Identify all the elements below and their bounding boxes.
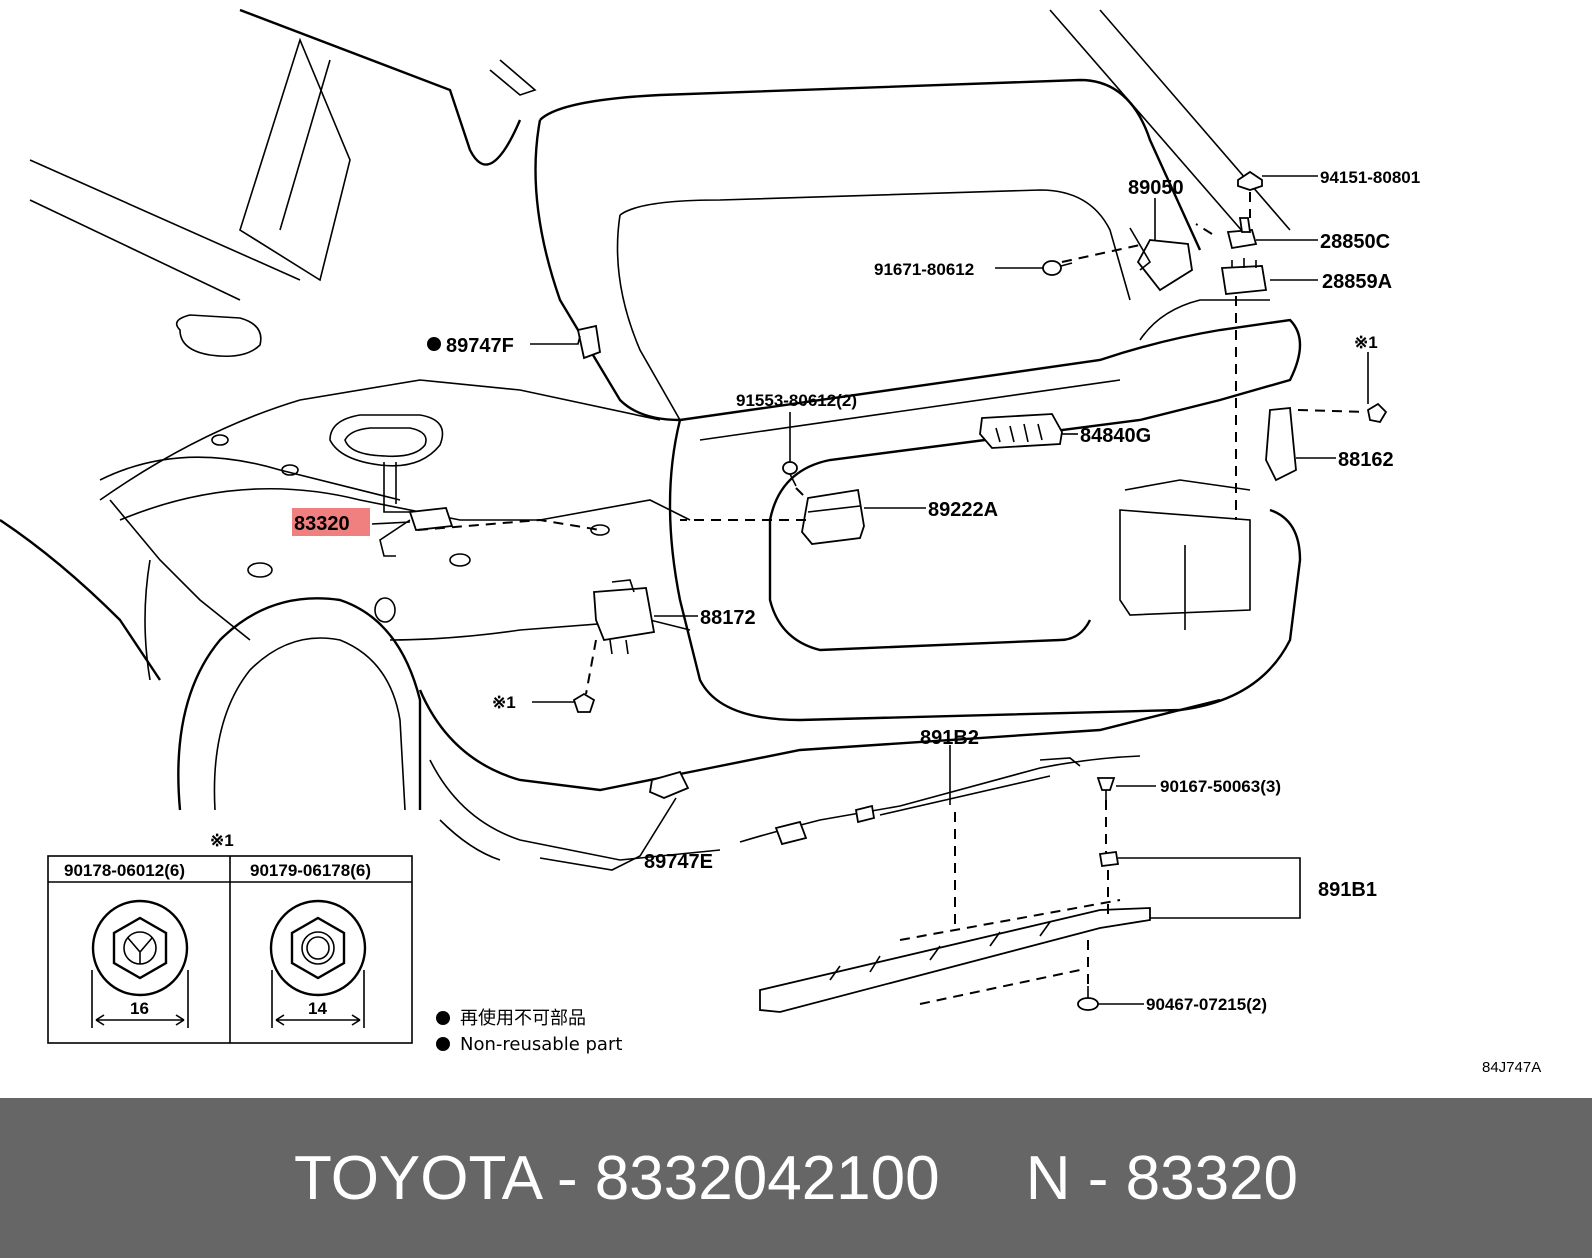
inset-col2-dim: 14	[308, 999, 327, 1018]
label-89747e: 89747E	[644, 851, 713, 873]
inset-note: ※1	[210, 831, 234, 850]
label-90467-07215: 90467-07215(2)	[1146, 995, 1267, 1014]
label-28850c: 28850C	[1320, 231, 1390, 253]
part-labels: 89050 94151-80801 28850C 91671-80612 288…	[292, 168, 1420, 1014]
label-891b1: 891B1	[1318, 879, 1377, 901]
legend-bullet-icon	[436, 1037, 450, 1051]
label-89050: 89050	[1128, 177, 1184, 199]
inset-col2-header: 90179-06178(6)	[250, 861, 371, 880]
label-91671-80612: 91671-80612	[874, 260, 974, 279]
leader-lines	[371, 175, 1369, 1005]
label-89747f: 89747F	[446, 335, 514, 357]
legend-line2: Non-reusable part	[460, 1034, 622, 1055]
label-84840g: 84840G	[1080, 425, 1151, 447]
vehicle-outline	[0, 8, 1302, 861]
highlight-box	[292, 508, 370, 536]
label-88162: 88162	[1338, 449, 1394, 471]
legend-bullet-icon	[436, 1011, 450, 1025]
label-28859a: 28859A	[1322, 271, 1392, 293]
label-89222a: 89222A	[928, 499, 998, 521]
label-90167-50063: 90167-50063(3)	[1160, 777, 1281, 796]
inset-col1-header: 90178-06012(6)	[64, 861, 185, 880]
inset-table: ※1 90178-06012(6) 90179-06178(6) 16 14	[47, 831, 413, 1044]
label-91553-80612: 91553-80612(2)	[736, 391, 857, 410]
figure-code: 84J747A	[1482, 1059, 1541, 1076]
label-891b2: 891B2	[920, 727, 979, 749]
label-94151-80801: 94151-80801	[1320, 168, 1420, 187]
legend-line1: 再使用不可部品	[460, 1008, 586, 1029]
inset-col1-dim: 16	[130, 999, 149, 1018]
part-sketches	[379, 170, 1388, 1013]
footer-part-number: TOYOTA - 8332042100 N - 83320	[293, 1143, 1299, 1213]
parts-diagram: 89050 94151-80801 28850C 91671-80612 288…	[0, 8, 1541, 1076]
label-note1-right: ※1	[1354, 333, 1378, 352]
label-note1-left: ※1	[492, 693, 516, 712]
flange-nut-icon	[91, 899, 189, 1028]
non-reusable-bullet-icon	[427, 337, 441, 351]
label-88172: 88172	[700, 607, 756, 629]
assembly-dashes	[417, 192, 1367, 1005]
footer-banner: TOYOTA - 8332042100 N - 83320	[0, 1098, 1592, 1258]
hex-nut-icon	[269, 899, 367, 1028]
label-83320-highlighted: 83320	[294, 513, 350, 535]
legend: 再使用不可部品 Non-reusable part	[436, 1008, 622, 1055]
